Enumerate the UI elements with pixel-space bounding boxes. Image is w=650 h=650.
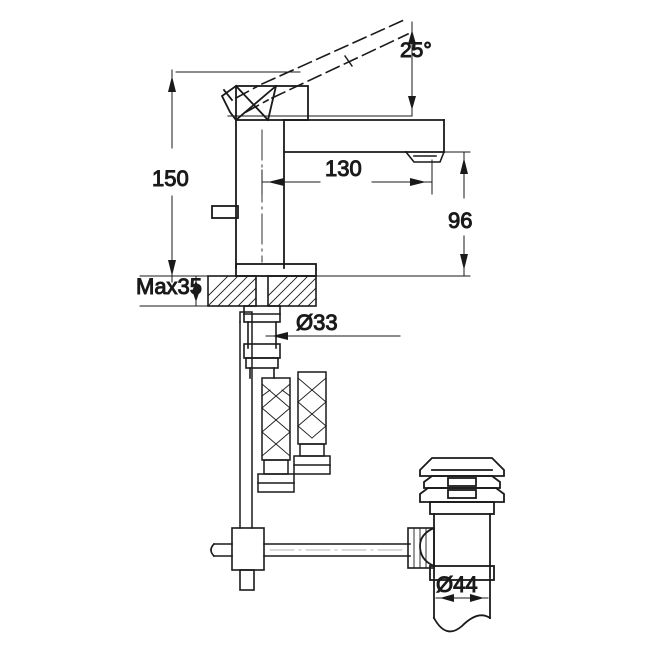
mounting-nut <box>243 305 281 323</box>
angle-annotation-25 <box>227 18 416 117</box>
drain-diameter-label: Ø44 <box>436 572 478 597</box>
pop-up-lever-stub <box>211 205 239 219</box>
threaded-shank <box>243 321 281 379</box>
angle-label: 25° <box>400 39 432 62</box>
counter-deck-section <box>207 275 317 307</box>
drain-tailpiece <box>432 579 492 633</box>
spout-height-label: 96 <box>448 208 472 233</box>
dimension-max35 <box>139 275 211 307</box>
faucet-body-column <box>235 119 317 277</box>
reach-label: 130 <box>325 156 362 181</box>
pop-up-drain-stopper <box>419 457 505 581</box>
dimension-130 <box>261 159 433 195</box>
shank-diameter-label: Ø33 <box>296 310 338 335</box>
height-label: 150 <box>152 166 189 191</box>
linkage-rod <box>210 527 411 591</box>
dimension-d33 <box>265 332 401 340</box>
braided-supply-hose-cold <box>257 377 295 493</box>
aerator-outlet <box>404 150 446 163</box>
braided-supply-hose-hot <box>293 371 331 475</box>
spout-arm <box>283 119 445 153</box>
dimension-d44 <box>435 594 489 602</box>
lever-handle <box>220 84 309 122</box>
dimension-96 <box>299 151 471 277</box>
deck-thickness-label: Max35 <box>136 274 202 299</box>
pop-up-lift-rod <box>239 311 253 529</box>
pivot-nut <box>407 527 435 569</box>
